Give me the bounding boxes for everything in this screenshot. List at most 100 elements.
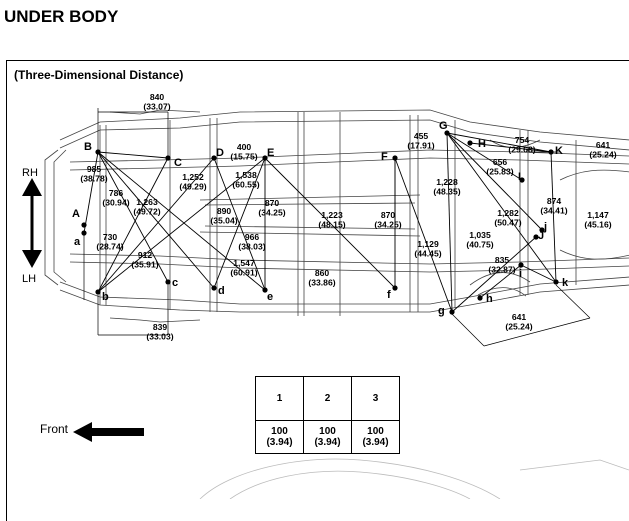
point-letter-K: K <box>555 145 563 157</box>
point-letter-F: F <box>381 151 388 163</box>
measurement-point-b <box>95 289 101 295</box>
point-letter-a: a <box>74 236 81 248</box>
dimension-label: 1,147(45.16) <box>584 210 611 230</box>
dimension-label: 1,223(48.15) <box>318 210 345 230</box>
table-cell-3: 100(3.94) <box>351 420 400 454</box>
measurement-line-G-j <box>446 132 543 231</box>
svg-text:835: 835 <box>495 255 510 265</box>
measurement-line-b-E <box>97 157 266 293</box>
measurement-line-G-I <box>446 132 523 181</box>
dimension-label: 966(38.03) <box>238 232 265 252</box>
measurement-line-H-K <box>469 142 552 153</box>
dimension-label: 860(33.86) <box>308 268 335 288</box>
point-letter-e: e <box>267 291 273 303</box>
dimension-label: 1,252(49.29) <box>179 172 206 192</box>
svg-text:1,129: 1,129 <box>417 239 439 249</box>
svg-text:656: 656 <box>493 157 508 167</box>
diagram-heading: (Three-Dimensional Distance) <box>14 68 184 82</box>
svg-text:1,035: 1,035 <box>469 230 491 240</box>
extension-line <box>451 313 485 347</box>
measurement-point-c <box>165 279 171 285</box>
point-letter-b: b <box>102 291 109 303</box>
svg-text:786: 786 <box>109 188 124 198</box>
measurement-point-J <box>533 234 539 240</box>
svg-text:400: 400 <box>237 142 252 152</box>
page-title: UNDER BODY <box>4 7 119 26</box>
svg-text:(38.03): (38.03) <box>238 242 265 252</box>
svg-text:(34.25): (34.25) <box>374 220 401 230</box>
svg-text:(33.86): (33.86) <box>308 278 335 288</box>
measurement-line-F-g <box>394 157 453 313</box>
measurement-point-H <box>467 140 473 146</box>
point-letter-G: G <box>439 120 448 132</box>
svg-text:(49.72): (49.72) <box>133 207 160 217</box>
rh-label: RH <box>22 167 38 179</box>
underbody-outline <box>44 109 629 499</box>
dimension-table: 1 2 3 100(3.94) 100(3.94) 100(3.94) <box>255 376 400 454</box>
svg-text:(34.41): (34.41) <box>540 206 567 216</box>
svg-text:1,223: 1,223 <box>321 210 343 220</box>
dimension-label: 890(35.04) <box>210 206 237 226</box>
svg-text:(45.16): (45.16) <box>584 220 611 230</box>
svg-text:(60.91): (60.91) <box>230 268 257 278</box>
measurement-point-G <box>444 130 450 136</box>
diagram-frame <box>6 60 629 521</box>
measurement-point-f <box>392 285 398 291</box>
table-header-2: 2 <box>303 376 352 421</box>
lh-label: LH <box>22 273 36 285</box>
dimension-label: 1,035(40.75) <box>466 230 493 250</box>
svg-text:860: 860 <box>315 268 330 278</box>
svg-text:(44.45): (44.45) <box>414 249 441 259</box>
svg-text:(34.25): (34.25) <box>258 208 285 218</box>
svg-text:1,228: 1,228 <box>436 177 458 187</box>
svg-text:(33.03): (33.03) <box>146 332 173 342</box>
svg-text:(40.75): (40.75) <box>466 240 493 250</box>
svg-text:839: 839 <box>153 322 168 332</box>
measurement-line-h-i <box>479 264 522 299</box>
measurement-line-d-E <box>213 157 266 289</box>
svg-text:(25.83): (25.83) <box>486 167 513 177</box>
dimension-label: 400(15.75) <box>230 142 257 162</box>
measurement-point-i <box>518 262 524 268</box>
dimension-label: 641(25.24) <box>505 312 532 332</box>
measurement-point-a <box>81 230 87 236</box>
measurement-line-B-C <box>97 151 169 159</box>
dimension-label: 1,282(50.47) <box>494 208 521 228</box>
point-letter-I: I <box>518 171 521 183</box>
svg-text:1,547: 1,547 <box>233 258 255 268</box>
point-letter-H: H <box>478 138 486 150</box>
measurement-line-B-e <box>97 151 266 291</box>
measurement-line-G-k <box>446 132 557 283</box>
front-arrow-icon <box>73 422 144 442</box>
svg-text:874: 874 <box>547 196 562 206</box>
svg-text:641: 641 <box>596 140 611 150</box>
point-letter-g: g <box>438 305 445 317</box>
svg-text:1,263: 1,263 <box>136 197 158 207</box>
svg-text:1,252: 1,252 <box>182 172 204 182</box>
measurement-line-B-c <box>97 151 169 283</box>
measurement-point-B <box>95 149 101 155</box>
dimension-label: 754(29.68) <box>508 135 535 155</box>
svg-text:(50.47): (50.47) <box>494 218 521 228</box>
measurement-line-E-f <box>264 157 396 289</box>
svg-text:(30.94): (30.94) <box>102 198 129 208</box>
dimension-label: 840(33.07) <box>143 92 170 112</box>
svg-text:(35.91): (35.91) <box>131 260 158 270</box>
dimension-label: 455(17.91) <box>407 131 434 151</box>
svg-text:(17.91): (17.91) <box>407 141 434 151</box>
measurement-line-g-J <box>451 236 537 313</box>
front-label: Front <box>40 422 69 436</box>
extension-line <box>483 317 591 347</box>
svg-text:(48.15): (48.15) <box>318 220 345 230</box>
svg-text:455: 455 <box>414 131 429 141</box>
point-letter-C: C <box>174 157 182 169</box>
measurement-line-K-k <box>550 151 557 283</box>
svg-text:966: 966 <box>245 232 260 242</box>
svg-text:(35.04): (35.04) <box>210 216 237 226</box>
svg-text:730: 730 <box>103 232 118 242</box>
measurement-line-i-k <box>520 264 557 283</box>
svg-text:(25.24): (25.24) <box>589 150 616 160</box>
point-letter-D: D <box>216 147 224 159</box>
measurement-point-j <box>539 227 545 233</box>
